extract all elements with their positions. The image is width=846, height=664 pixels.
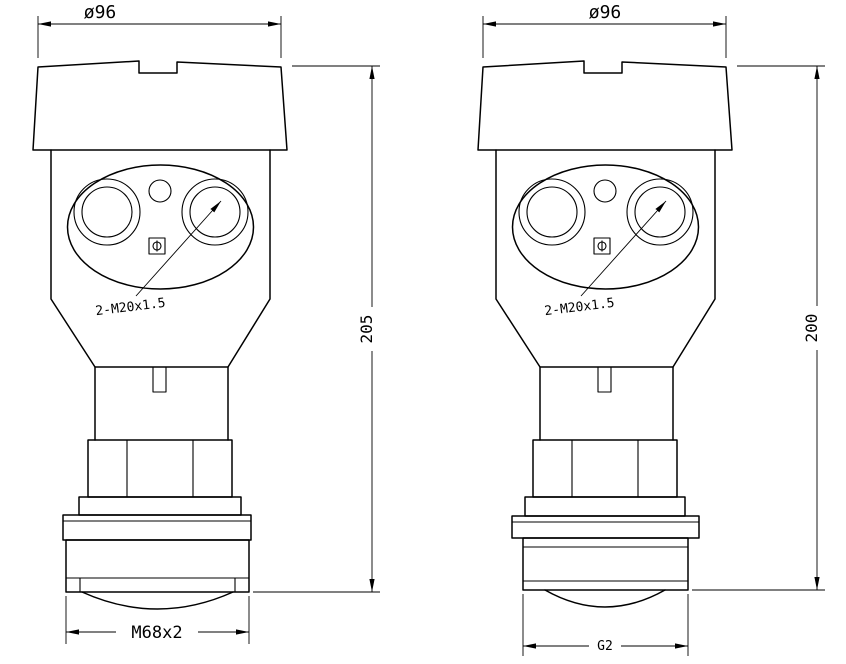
right-thread-label: G2 bbox=[597, 639, 613, 654]
height-label-group: 205 bbox=[356, 307, 376, 351]
neck-section bbox=[539, 366, 674, 441]
left-thread-dimension: M68x2 bbox=[65, 596, 250, 644]
height-label-group: 200 bbox=[801, 306, 821, 350]
collar bbox=[78, 496, 242, 516]
thread-relief bbox=[66, 577, 249, 592]
left-cable-gland-outer bbox=[518, 178, 586, 246]
left-cable-gland-inner bbox=[526, 186, 578, 238]
right-cable-gland-outer bbox=[181, 178, 249, 246]
ground-terminal bbox=[148, 237, 166, 255]
hex-nut bbox=[87, 439, 233, 498]
transducer-dome bbox=[81, 591, 234, 610]
hex-nut bbox=[532, 439, 678, 498]
left-diameter-label: ø96 bbox=[84, 2, 117, 23]
housing-cap bbox=[32, 60, 288, 151]
right-cable-gland-inner bbox=[189, 186, 241, 238]
face-oval bbox=[66, 164, 255, 290]
left-device-view bbox=[32, 60, 288, 610]
housing-body bbox=[495, 149, 716, 368]
left-cable-gland-inner bbox=[81, 186, 133, 238]
label-mask bbox=[589, 637, 621, 654]
label-mask bbox=[356, 307, 376, 351]
right-height-dimension: 200 bbox=[692, 65, 825, 591]
left-gland-callout: 2-M20x1.5 bbox=[95, 200, 222, 319]
right-gland-callout: 2-M20x1.5 bbox=[544, 200, 667, 319]
vent-window bbox=[148, 179, 172, 203]
collar bbox=[524, 496, 686, 517]
extension-lines bbox=[37, 16, 282, 58]
left-diameter-dimension: ø96 bbox=[37, 2, 282, 58]
transducer-dome bbox=[544, 589, 666, 608]
thread-cylinder bbox=[522, 537, 689, 591]
left-thread-label: M68x2 bbox=[131, 623, 182, 643]
locking-tab bbox=[152, 366, 167, 393]
right-diameter-label: ø96 bbox=[589, 2, 622, 23]
leader-line bbox=[580, 200, 667, 297]
left-cable-gland-outer bbox=[73, 178, 141, 246]
face-oval bbox=[511, 164, 700, 290]
right-thread-dimension: G2 bbox=[522, 594, 689, 656]
right-cable-gland-inner bbox=[634, 186, 686, 238]
right-height-label: 200 bbox=[802, 314, 821, 343]
label-mask bbox=[801, 306, 821, 350]
right-gland-label: 2-M20x1.5 bbox=[544, 296, 616, 319]
right-diameter-dimension: ø96 bbox=[482, 2, 727, 58]
left-height-label: 205 bbox=[357, 315, 376, 344]
hex-facet-lines bbox=[571, 440, 639, 497]
left-height-dimension: 205 bbox=[253, 65, 380, 593]
neck-section bbox=[94, 366, 229, 441]
vent-window bbox=[593, 179, 617, 203]
housing-body bbox=[50, 149, 271, 368]
left-gland-label: 2-M20x1.5 bbox=[95, 296, 167, 319]
extension-lines bbox=[65, 596, 250, 644]
label-mask bbox=[116, 621, 198, 642]
leader-line bbox=[135, 200, 222, 297]
flange bbox=[511, 515, 700, 539]
locking-tab bbox=[597, 366, 612, 393]
right-device-view bbox=[477, 60, 733, 608]
thread-cylinder bbox=[65, 539, 250, 593]
extension-lines bbox=[692, 65, 825, 591]
ground-terminal bbox=[593, 237, 611, 255]
hex-facet-lines bbox=[126, 440, 194, 497]
housing-cap bbox=[477, 60, 733, 151]
right-cable-gland-outer bbox=[626, 178, 694, 246]
extension-lines bbox=[253, 65, 380, 593]
thread-groove-lines bbox=[523, 546, 688, 582]
flange bbox=[62, 514, 252, 541]
